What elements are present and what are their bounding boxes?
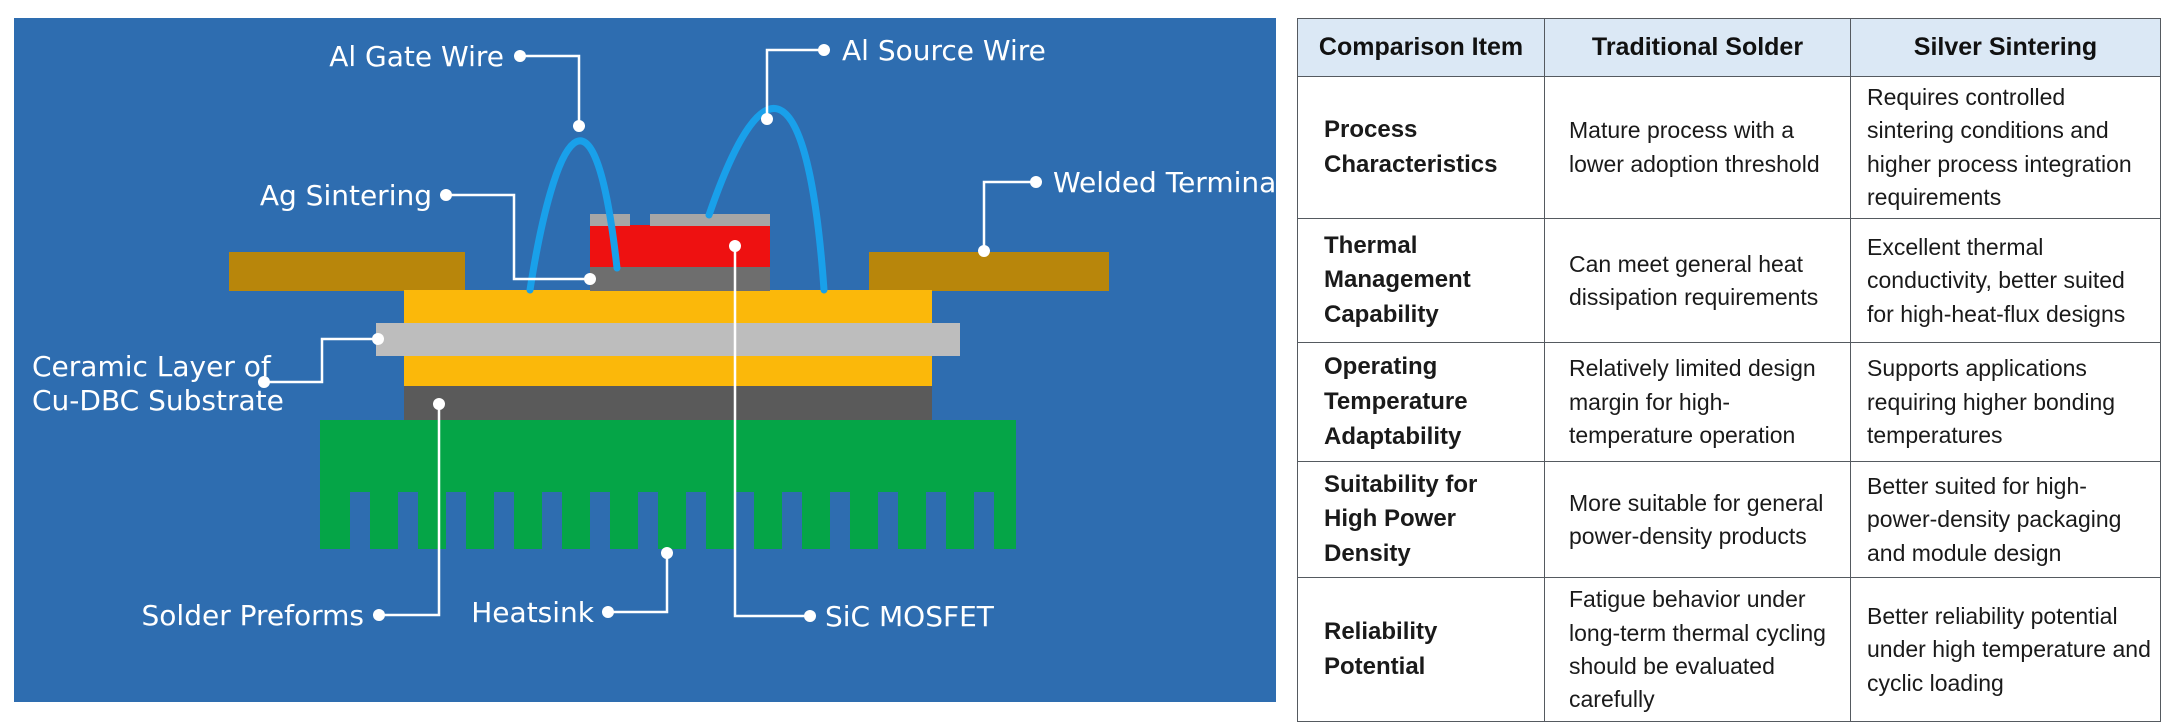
leader-sic-mosfet <box>733 246 810 618</box>
table-row: Reliability Potential Fatigue behavior u… <box>1297 577 2161 723</box>
table-row: Thermal Management Capability Can meet g… <box>1297 218 2161 344</box>
row-traditional: Can meet general heat dissipation requir… <box>1544 218 1851 344</box>
dot-ag-sintering-label <box>440 189 452 201</box>
row-silver: Requires controlled sintering conditions… <box>1850 75 2161 220</box>
dot-sic-mosfet <box>729 240 741 252</box>
row-silver: Excellent thermal conductivity, better s… <box>1850 218 2161 344</box>
header-silver-sintering: Silver Sintering <box>1850 18 2161 77</box>
dot-ceramic <box>372 333 384 345</box>
dot-ceramic-label <box>258 376 270 388</box>
label-sic-mosfet: SiC MOSFET <box>825 600 995 633</box>
row-item: Operating Temperature Adaptability <box>1297 342 1545 463</box>
dot-ag-sintering <box>584 273 596 285</box>
ceramic-layer <box>376 323 960 356</box>
module-cross-section-diagram: Al Gate Wire Al Source Wire Ag Sintering… <box>14 18 1276 702</box>
label-welded-terminal: Welded Terminal <box>1053 166 1276 199</box>
row-item: Thermal Management Capability <box>1297 218 1545 344</box>
dot-heatsink <box>661 547 673 559</box>
row-item: Reliability Potential <box>1297 577 1545 723</box>
label-ceramic-line2: Cu-DBC Substrate <box>32 384 284 417</box>
header-comparison-item: Comparison Item <box>1297 18 1545 77</box>
comparison-table-panel: Comparison Item Traditional Solder Silve… <box>1297 18 2161 723</box>
leader-source-wire <box>765 48 824 119</box>
comparison-table: Comparison Item Traditional Solder Silve… <box>1297 18 2161 723</box>
table-row: Operating Temperature Adaptability Relat… <box>1297 342 2161 463</box>
dot-source-wire <box>761 113 773 125</box>
al-source-wire <box>705 105 828 294</box>
ag-sintering-layer <box>590 266 770 291</box>
dot-solder-preforms-label <box>373 609 385 621</box>
leader-gate-wire <box>520 54 581 126</box>
dot-source-wire-label <box>818 44 830 56</box>
label-ceramic-line1: Ceramic Layer of <box>32 350 272 383</box>
row-traditional: Fatigue behavior under long-term thermal… <box>1544 577 1851 723</box>
label-al-source-wire: Al Source Wire <box>842 34 1046 67</box>
solder-preform-layer <box>404 385 932 420</box>
dot-welded-terminal <box>978 245 990 257</box>
welded-terminal-right <box>869 252 1109 291</box>
leader-solder-preforms <box>379 404 441 617</box>
row-silver: Better reliability potential under high … <box>1850 577 2161 723</box>
label-heatsink: Heatsink <box>471 596 595 629</box>
table-row: Suitability for High Power Density More … <box>1297 461 2161 579</box>
dot-sic-mosfet-label <box>804 610 816 622</box>
label-al-gate-wire: Al Gate Wire <box>329 40 504 73</box>
header-traditional-solder: Traditional Solder <box>1544 18 1851 77</box>
label-solder-preforms: Solder Preforms <box>142 599 364 632</box>
al-gate-wire <box>526 137 621 294</box>
table-row: Process Characteristics Mature process w… <box>1297 75 2161 220</box>
source-pad <box>650 214 770 226</box>
leader-ceramic <box>264 337 378 384</box>
heatsink <box>320 420 1016 549</box>
row-silver: Supports applications requiring higher b… <box>1850 342 2161 463</box>
dbc-copper-bottom <box>404 355 932 386</box>
dot-gate-wire <box>573 120 585 132</box>
leader-ag-sintering <box>446 193 590 281</box>
row-silver: Better suited for high-power-density pac… <box>1850 461 2161 579</box>
row-item: Process Characteristics <box>1297 75 1545 220</box>
dot-gate-wire-label <box>514 50 526 62</box>
row-traditional: Relatively limited design margin for hig… <box>1544 342 1851 463</box>
dot-solder-preforms <box>433 398 445 410</box>
row-traditional: More suitable for general power-density … <box>1544 461 1851 579</box>
welded-terminal-left <box>229 252 465 291</box>
leader-welded-terminal <box>982 180 1036 251</box>
dot-welded-terminal-label <box>1030 176 1042 188</box>
dbc-copper-top <box>404 290 932 324</box>
dot-heatsink-label <box>602 606 614 618</box>
row-item: Suitability for High Power Density <box>1297 461 1545 579</box>
row-traditional: Mature process with a lower adoption thr… <box>1544 75 1851 220</box>
label-ag-sintering: Ag Sintering <box>260 179 432 212</box>
leader-heatsink <box>608 553 669 614</box>
table-header-row: Comparison Item Traditional Solder Silve… <box>1297 18 2161 77</box>
